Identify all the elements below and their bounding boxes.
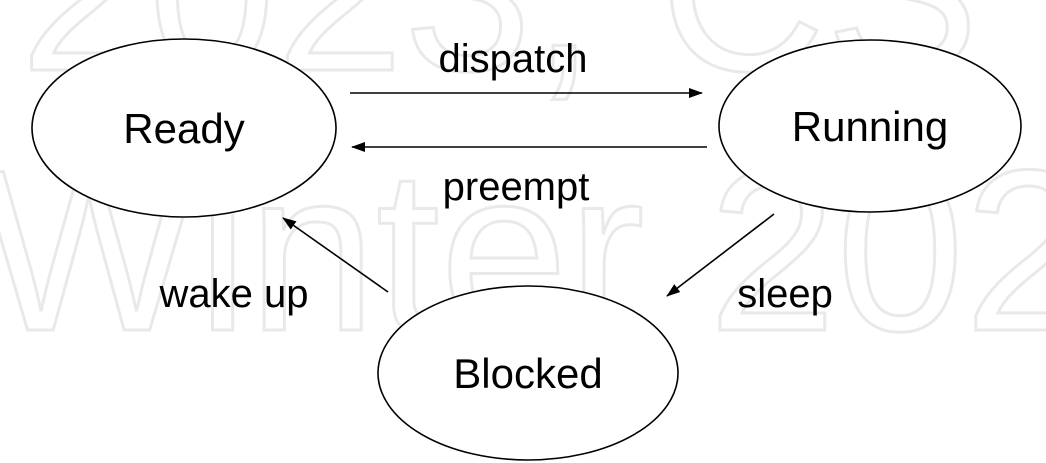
node-ready-ellipse <box>31 38 337 218</box>
wake-up-arrow <box>282 217 389 293</box>
edge-labels: dispatch preempt wake up sleep <box>159 37 833 316</box>
node-ready-label: Ready <box>123 105 244 152</box>
sleep-label: sleep <box>737 272 833 316</box>
node-ready: Ready <box>31 38 337 218</box>
node-blocked-ellipse <box>377 285 679 461</box>
node-running-label: Running <box>792 103 948 150</box>
preempt-label: preempt <box>443 165 590 209</box>
edges <box>282 88 775 297</box>
node-running-ellipse <box>718 39 1022 213</box>
node-blocked: Blocked <box>377 285 679 461</box>
wake-up-label: wake up <box>159 272 309 316</box>
sleep-arrow <box>666 213 775 297</box>
node-running: Running <box>718 39 1022 213</box>
dispatch-label: dispatch <box>439 37 588 81</box>
node-blocked-label: Blocked <box>453 350 602 397</box>
